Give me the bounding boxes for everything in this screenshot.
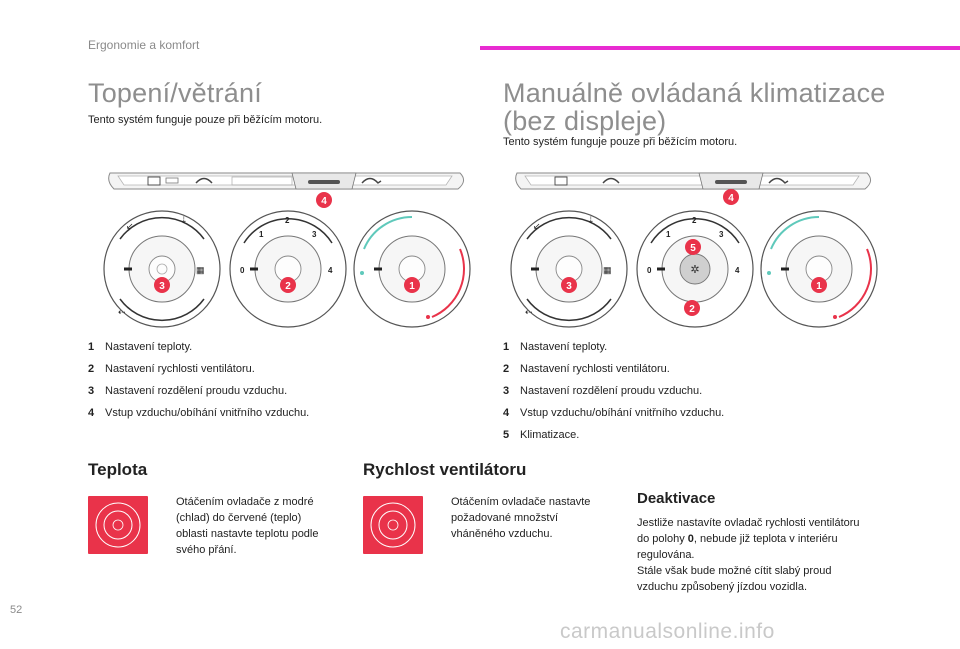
section-header: Ergonomie a komfort xyxy=(88,38,200,52)
air-distribution-knob: ↙ ⇣ ⇠ ▦ xyxy=(510,210,628,328)
ac-snowflake-icon: ✲ xyxy=(690,264,699,276)
left-intro: Tento systém funguje pouze při běžícím m… xyxy=(88,114,323,126)
svg-text:4: 4 xyxy=(321,196,327,207)
svg-text:▦: ▦ xyxy=(196,265,205,275)
svg-text:4: 4 xyxy=(728,193,734,204)
svg-text:↙: ↙ xyxy=(126,221,134,231)
svg-text:0: 0 xyxy=(647,266,652,275)
air-distribution-knob: ↙ ⇣ ⇠ ▦ xyxy=(103,210,221,328)
badge-1: 1 xyxy=(404,277,420,293)
bullet-arrow-icon xyxy=(148,494,176,510)
svg-text:⇠: ⇠ xyxy=(525,307,533,317)
svg-text:1: 1 xyxy=(666,230,671,239)
teplota-heading: Teplota xyxy=(88,460,148,479)
svg-text:3: 3 xyxy=(719,230,724,239)
fan-knob-thumbnail xyxy=(363,496,423,554)
left-title: Topení/větrání xyxy=(88,78,262,108)
air-intake-strip xyxy=(108,172,464,190)
svg-text:2: 2 xyxy=(285,281,291,292)
svg-text:1: 1 xyxy=(816,281,822,292)
badge-5: 5 xyxy=(685,239,701,255)
badge-3: 3 xyxy=(561,277,577,293)
rychlost-heading: Rychlost ventilátoru xyxy=(363,460,527,479)
watermark: carmanualsonline.info xyxy=(560,620,775,643)
svg-text:4: 4 xyxy=(735,266,740,275)
temperature-knob xyxy=(760,210,878,328)
svg-text:⇣: ⇣ xyxy=(180,215,188,225)
svg-text:▦: ▦ xyxy=(603,265,612,275)
fan-speed-knob: 1 2 3 0 4 xyxy=(229,210,347,328)
badge-4: 4 xyxy=(316,192,332,208)
temperature-knob xyxy=(353,210,471,328)
ac-panel-diagram: 4 ↙ ⇣ ⇠ ▦ 3 ✲ 1 2 3 0 4 5 2 xyxy=(510,172,878,328)
badge-1: 1 xyxy=(811,277,827,293)
right-title-line1: Manuálně ovládaná klimatizace xyxy=(503,78,886,108)
svg-text:⇠: ⇠ xyxy=(118,307,126,317)
svg-text:2: 2 xyxy=(285,216,290,225)
right-intro: Tento systém funguje pouze při běžícím m… xyxy=(503,136,738,148)
svg-text:1: 1 xyxy=(409,281,415,292)
right-title-line2: (bez displeje) xyxy=(503,106,667,136)
svg-text:↙: ↙ xyxy=(533,221,541,231)
heater-panel-diagram: 4 ↙ ⇣ ⇠ ▦ 3 1 2 3 0 4 2 xyxy=(103,172,471,328)
fan-speed-knob: ✲ 1 2 3 0 4 xyxy=(636,210,754,328)
badge-4: 4 xyxy=(723,189,739,205)
badge-2: 2 xyxy=(280,277,296,293)
accent-bar xyxy=(480,46,960,50)
badge-3: 3 xyxy=(154,277,170,293)
svg-text:4: 4 xyxy=(328,266,333,275)
air-intake-strip xyxy=(515,172,871,190)
svg-text:1: 1 xyxy=(259,230,264,239)
temperature-knob-thumbnail xyxy=(88,496,148,554)
svg-text:2: 2 xyxy=(689,304,695,315)
svg-text:0: 0 xyxy=(240,266,245,275)
teplota-text: Otáčením ovladače z modré (chlad) do čer… xyxy=(148,494,348,558)
svg-text:3: 3 xyxy=(159,281,165,292)
svg-text:3: 3 xyxy=(566,281,572,292)
svg-text:⇣: ⇣ xyxy=(587,215,595,225)
deaktivace-heading: Deaktivace xyxy=(637,490,716,507)
badge-2: 2 xyxy=(684,300,700,316)
deaktivace-text: Jestliže nastavíte ovladač rychlosti ven… xyxy=(637,517,860,593)
svg-text:3: 3 xyxy=(312,230,317,239)
bullet-arrow-icon xyxy=(423,494,451,510)
svg-text:5: 5 xyxy=(690,243,696,254)
rychlost-text: Otáčením ovladače nastavte požadované mn… xyxy=(423,494,623,542)
svg-text:2: 2 xyxy=(692,216,697,225)
page-number: 52 xyxy=(10,604,23,616)
